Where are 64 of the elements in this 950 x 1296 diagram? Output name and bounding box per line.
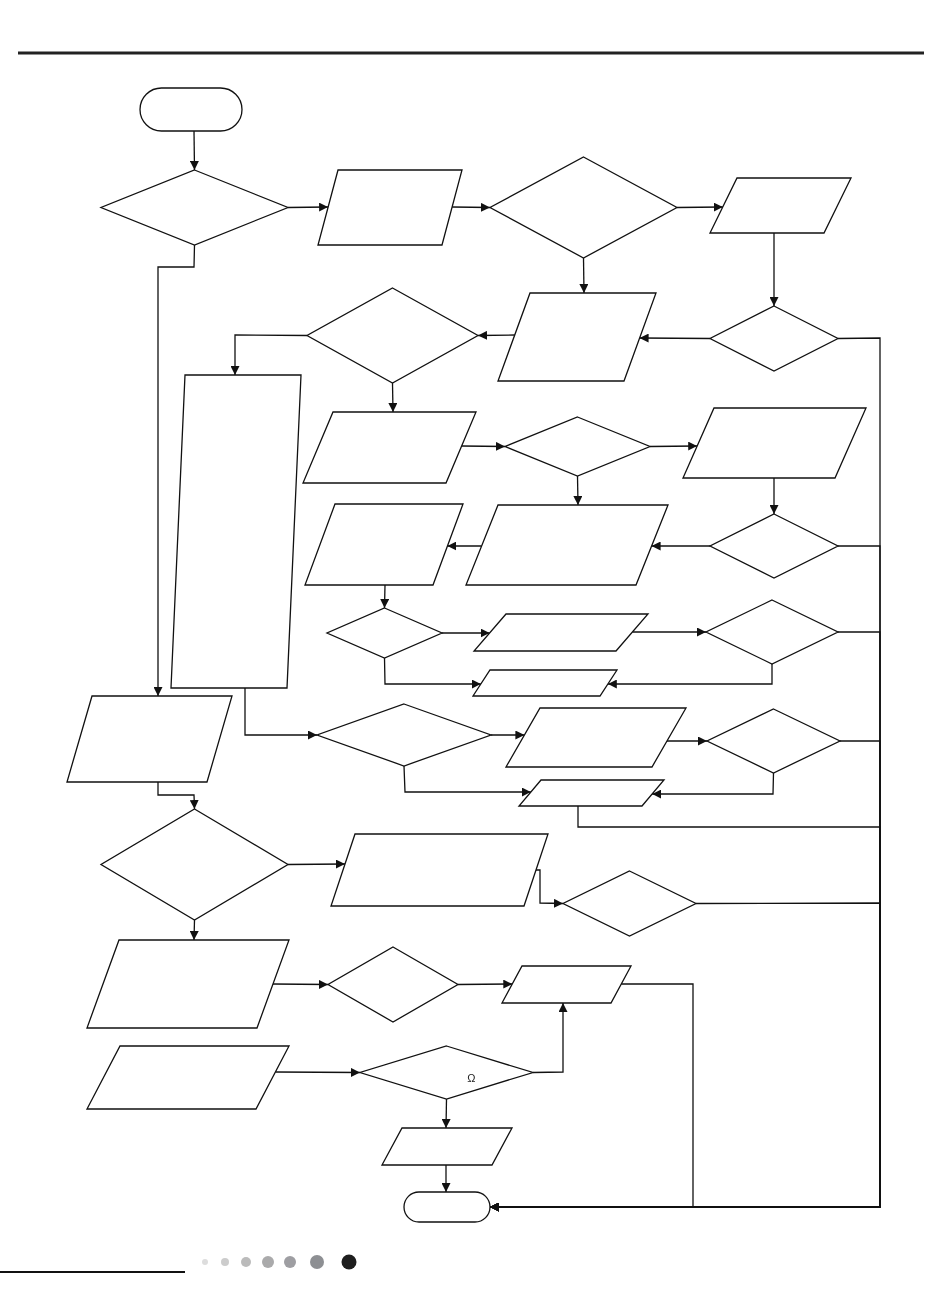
decision-diamond	[317, 704, 491, 766]
decision-diamond	[101, 170, 288, 245]
arrow	[383, 657, 482, 689]
data-parallelogram	[303, 412, 476, 483]
arrow	[287, 859, 346, 869]
arrow	[153, 244, 196, 697]
arrow	[441, 628, 491, 638]
arrow	[441, 1098, 451, 1129]
arrow	[457, 979, 513, 989]
arrow	[230, 334, 308, 376]
data-parallelogram	[710, 178, 851, 233]
decision-diamond	[307, 288, 478, 383]
data-parallelogram	[87, 1046, 289, 1109]
data-parallelogram	[382, 1128, 512, 1165]
data-parallelogram	[466, 505, 668, 585]
arrow	[274, 1067, 361, 1077]
arrow	[388, 382, 398, 413]
arrow	[157, 781, 199, 810]
decision-diamond	[706, 600, 838, 664]
arrow	[535, 869, 564, 908]
data-parallelogram	[331, 834, 548, 906]
arrow	[490, 730, 526, 740]
decision-diamond	[710, 514, 838, 578]
arrow	[607, 663, 773, 689]
arrow	[287, 202, 329, 212]
decision-diamond	[328, 947, 458, 1022]
arrow	[769, 232, 779, 307]
arrow	[579, 257, 589, 294]
data-parallelogram	[519, 780, 664, 806]
decision-diamond	[101, 809, 288, 920]
data-parallelogram	[305, 504, 463, 585]
terminal-capsule	[140, 88, 242, 131]
arrow	[666, 736, 708, 746]
arrow	[532, 1002, 568, 1074]
arrow	[649, 441, 698, 451]
arrow	[189, 919, 199, 941]
decision-diamond	[490, 157, 677, 258]
data-parallelogram	[498, 293, 656, 381]
data-parallelogram	[87, 940, 289, 1028]
arrow	[651, 772, 775, 799]
data-parallelogram	[318, 170, 462, 245]
decision-diamond	[707, 709, 840, 773]
data-parallelogram	[683, 408, 866, 478]
decision-diamond	[327, 608, 442, 658]
arrow	[403, 765, 532, 797]
node-label: Ω	[467, 1072, 476, 1084]
data-parallelogram	[502, 966, 631, 1003]
decision-diamond	[563, 871, 696, 936]
arrow	[189, 130, 199, 171]
decision-diamond	[505, 417, 650, 476]
arrow	[573, 475, 583, 506]
arrow	[769, 477, 779, 515]
decision-diamond	[360, 1046, 533, 1099]
data-parallelogram	[474, 614, 648, 651]
data-parallelogram	[506, 708, 686, 767]
arrow	[676, 202, 724, 212]
arrow	[380, 584, 390, 609]
data-parallelogram	[67, 696, 232, 782]
arrow	[441, 1164, 451, 1193]
decision-diamond	[710, 306, 838, 371]
terminal-capsule	[404, 1192, 490, 1222]
arrow	[477, 330, 516, 340]
arrow	[244, 687, 318, 740]
data-parallelogram	[473, 670, 617, 696]
